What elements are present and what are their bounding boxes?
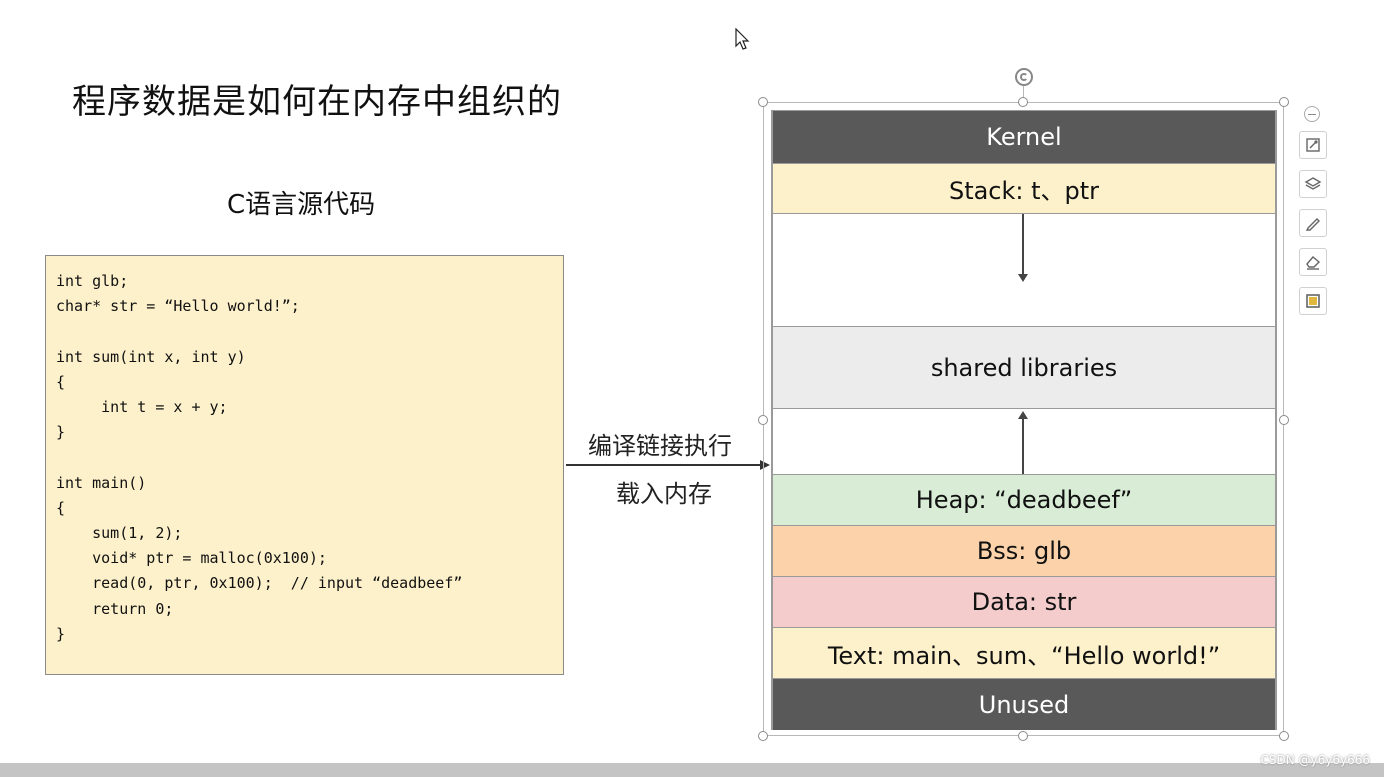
stack-growth-arrow-line	[1022, 214, 1024, 276]
crop-button[interactable]	[1299, 131, 1327, 159]
memory-layout-diagram[interactable]: Kernel Stack: t、ptr shared libraries Hea…	[771, 110, 1277, 730]
heap-growth-arrow-line	[1022, 418, 1024, 474]
resize-handle-bottom[interactable]	[1018, 731, 1028, 741]
resize-handle-top-left[interactable]	[758, 97, 768, 107]
collapse-icon[interactable]	[1304, 106, 1320, 122]
segment-unused: Unused	[773, 678, 1275, 730]
segment-data: Data: str	[773, 576, 1275, 627]
frame-icon	[1306, 294, 1320, 308]
resize-handle-top-right[interactable]	[1279, 97, 1289, 107]
segment-kernel: Kernel	[773, 110, 1275, 163]
load-arrow-head	[760, 460, 770, 470]
eraser-button[interactable]	[1299, 248, 1327, 276]
layers-button[interactable]	[1299, 170, 1327, 198]
watermark: CSDN @y6y6y666	[1260, 753, 1370, 767]
code-heading: C语言源代码	[227, 190, 376, 220]
segment-bss: Bss: glb	[773, 525, 1275, 576]
heap-growth-arrow-head	[1018, 411, 1028, 419]
segment-stack: Stack: t、ptr	[773, 163, 1275, 213]
resize-handle-bottom-left[interactable]	[758, 731, 768, 741]
segment-free-lower	[773, 408, 1275, 474]
rotate-handle-stem	[1023, 84, 1024, 102]
rotate-handle[interactable]	[1015, 68, 1033, 86]
stack-growth-arrow-head	[1018, 274, 1028, 282]
bottom-scrollbar[interactable]	[0, 763, 1384, 777]
source-code: int glb; char* str = “Hello world!”; int…	[56, 272, 463, 643]
resize-handle-left[interactable]	[758, 415, 768, 425]
segment-text: Text: main、sum、“Hello world!”	[773, 627, 1275, 678]
slide-title: 程序数据是如何在内存中组织的	[72, 82, 562, 122]
segment-heap: Heap: “deadbeef”	[773, 474, 1275, 525]
resize-handle-top[interactable]	[1018, 97, 1028, 107]
load-memory-label: 载入内存	[616, 480, 712, 508]
layers-icon	[1304, 177, 1322, 190]
segment-free-upper	[773, 213, 1275, 326]
eraser-icon	[1306, 256, 1321, 270]
compile-link-label: 编译链接执行	[588, 432, 732, 460]
pen-button[interactable]	[1299, 209, 1327, 237]
resize-handle-bottom-right[interactable]	[1279, 731, 1289, 741]
crop-icon	[1306, 138, 1320, 152]
frame-button[interactable]	[1299, 287, 1327, 315]
source-code-box: int glb; char* str = “Hello world!”; int…	[45, 255, 564, 675]
mouse-cursor-icon	[735, 28, 750, 50]
pen-icon	[1305, 218, 1320, 231]
load-arrow-line	[566, 464, 762, 466]
segment-shared-libraries: shared libraries	[773, 326, 1275, 408]
resize-handle-right[interactable]	[1279, 415, 1289, 425]
